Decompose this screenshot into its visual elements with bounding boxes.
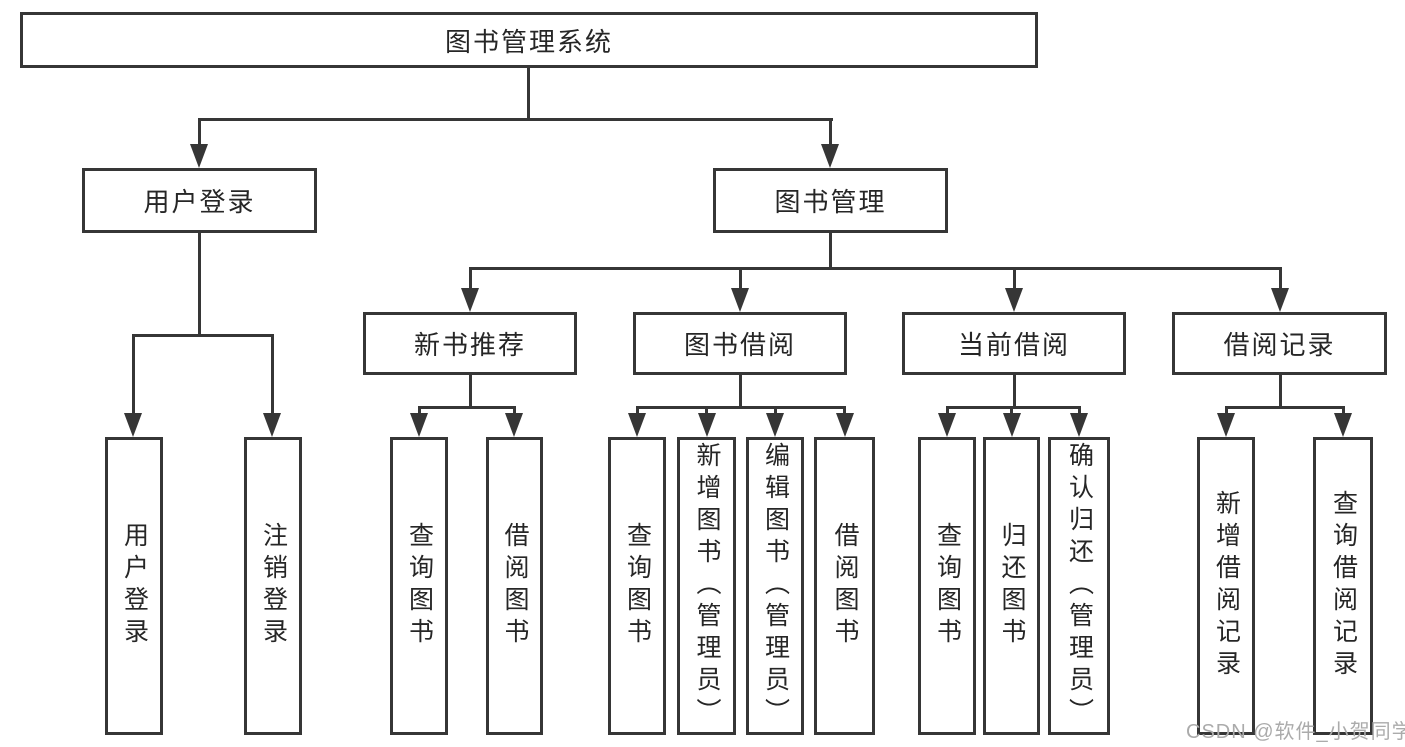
node-leaf-query-borrow-record: 查询借阅记录 xyxy=(1313,437,1373,735)
arrow-down-icon xyxy=(1005,288,1023,312)
arrow-down-icon xyxy=(505,413,523,437)
node-label: 新书推荐 xyxy=(413,330,526,360)
connector-line xyxy=(469,375,472,408)
node-label: 当前借阅 xyxy=(957,330,1070,360)
connector-line xyxy=(527,68,530,120)
node-borrow-records: 借阅记录 xyxy=(1172,312,1387,375)
arrow-down-icon xyxy=(766,413,784,437)
connector-line xyxy=(198,233,201,336)
arrow-down-icon xyxy=(731,288,749,312)
node-user-login: 用户登录 xyxy=(82,168,317,233)
arrow-down-icon xyxy=(190,144,208,168)
connector-line xyxy=(469,267,472,292)
arrow-down-icon xyxy=(124,413,142,437)
node-label: 注销登录 xyxy=(259,522,288,650)
connector-line xyxy=(271,334,274,419)
node-new-book-recommend: 新书推荐 xyxy=(363,312,577,375)
node-label: 新增图书（管理员） xyxy=(693,442,721,730)
connector-line xyxy=(739,375,742,408)
node-label: 借阅图书 xyxy=(831,522,859,650)
connector-line xyxy=(946,406,1080,409)
arrow-down-icon xyxy=(628,413,646,437)
connector-line xyxy=(829,118,832,148)
node-book-management: 图书管理 xyxy=(713,168,948,233)
connector-line xyxy=(739,267,742,292)
node-leaf-query-books: 查询图书 xyxy=(390,437,448,735)
connector-line xyxy=(1279,375,1282,408)
node-leaf-confirm-return-admin: 确认归还（管理员） xyxy=(1048,437,1110,735)
node-label: 用户登录 xyxy=(120,522,149,650)
connector-line xyxy=(470,267,1281,270)
node-leaf-user-login: 用户登录 xyxy=(105,437,163,735)
node-label: 用户登录 xyxy=(143,187,256,217)
node-leaf-return-books: 归还图书 xyxy=(983,437,1040,735)
connector-line xyxy=(1279,267,1282,292)
arrow-down-icon xyxy=(836,413,854,437)
node-leaf-logout: 注销登录 xyxy=(244,437,302,735)
connector-line xyxy=(1225,406,1345,409)
node-label: 新增借阅记录 xyxy=(1212,490,1241,682)
connector-line xyxy=(1013,267,1016,292)
node-leaf-borrow-books: 借阅图书 xyxy=(486,437,543,735)
arrow-down-icon xyxy=(461,288,479,312)
node-leaf-borrow-books-2: 借阅图书 xyxy=(814,437,875,735)
csdn-watermark: CSDN @软件_小贺同学 xyxy=(1186,721,1405,743)
connector-line xyxy=(198,118,201,148)
node-label: 查询图书 xyxy=(623,522,652,650)
arrow-down-icon xyxy=(1271,288,1289,312)
node-label: 图书管理系统 xyxy=(444,26,613,57)
node-library-management-system: 图书管理系统 xyxy=(20,12,1038,68)
connector-line xyxy=(636,406,846,409)
arrow-down-icon xyxy=(821,144,839,168)
node-label: 确认归还（管理员） xyxy=(1065,442,1094,730)
arrow-down-icon xyxy=(938,413,956,437)
node-label: 编辑图书（管理员） xyxy=(761,442,790,730)
node-leaf-add-books-admin: 新增图书（管理员） xyxy=(677,437,736,735)
node-label: 借阅图书 xyxy=(501,522,529,650)
node-book-borrowing: 图书借阅 xyxy=(633,312,847,375)
arrow-down-icon xyxy=(1217,413,1235,437)
node-label: 查询借阅记录 xyxy=(1329,490,1358,682)
node-label: 归还图书 xyxy=(998,522,1026,650)
node-leaf-edit-books-admin: 编辑图书（管理员） xyxy=(746,437,804,735)
node-label: 查询图书 xyxy=(405,522,434,650)
node-leaf-query-books-3: 查询图书 xyxy=(918,437,976,735)
node-leaf-add-borrow-record: 新增借阅记录 xyxy=(1197,437,1255,735)
arrow-down-icon xyxy=(1334,413,1352,437)
node-label: 查询图书 xyxy=(933,522,962,650)
connector-line xyxy=(132,334,274,337)
node-label: 图书借阅 xyxy=(683,330,796,360)
arrow-down-icon xyxy=(1070,413,1088,437)
connector-line xyxy=(829,232,832,269)
connector-line xyxy=(132,334,135,419)
connector-line xyxy=(1013,375,1016,408)
node-label: 借阅记录 xyxy=(1223,330,1336,360)
connector-line xyxy=(418,406,516,409)
arrow-down-icon xyxy=(698,413,716,437)
node-current-borrowing: 当前借阅 xyxy=(902,312,1126,375)
arrow-down-icon xyxy=(263,413,281,437)
node-label: 图书管理 xyxy=(774,187,887,217)
connector-line xyxy=(198,118,833,121)
arrow-down-icon xyxy=(410,413,428,437)
arrow-down-icon xyxy=(1003,413,1021,437)
node-leaf-query-books-2: 查询图书 xyxy=(608,437,666,735)
